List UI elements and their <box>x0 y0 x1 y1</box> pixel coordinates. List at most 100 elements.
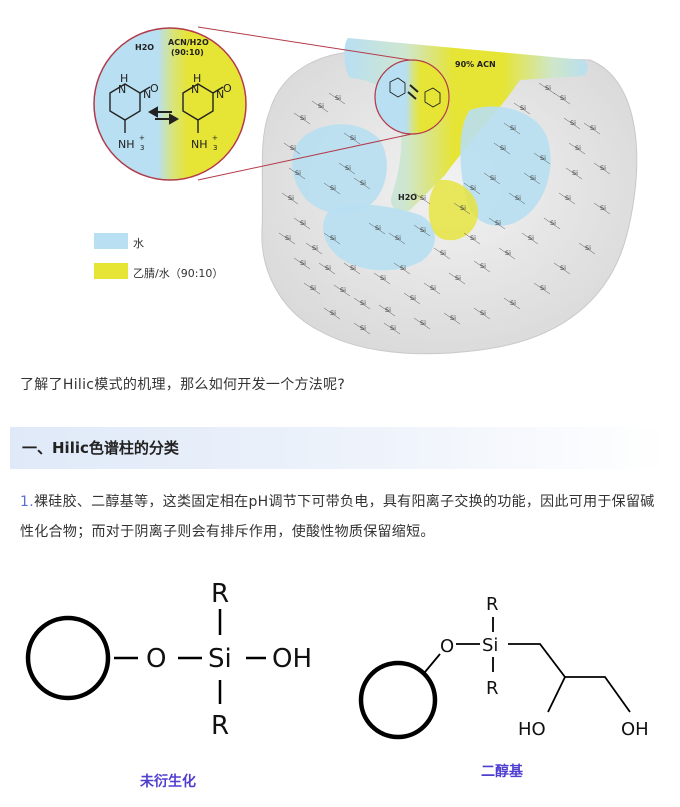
svg-text:O: O <box>150 82 159 95</box>
equilibrium-arrows <box>147 106 180 125</box>
silica-sphere-right <box>358 660 438 740</box>
right-oh: OH <box>621 719 649 740</box>
silanol-mark: Si <box>410 294 416 302</box>
zoom-acn-label: ACN/H2O <box>168 38 209 47</box>
silanol-bond <box>368 222 386 235</box>
silanol-mark: Si <box>575 144 581 152</box>
silanol-bond <box>323 182 341 195</box>
silanol-bond <box>558 192 576 205</box>
silanol-bond <box>288 167 306 180</box>
silanol-bond <box>353 322 371 335</box>
silanol-mark: Si <box>300 259 306 267</box>
structure-diagrams: O Si OH R R O Si R R HO OH <box>25 579 649 741</box>
silanol-mark: Si <box>340 286 346 294</box>
silanol-bond <box>343 262 361 275</box>
silanol-bond <box>333 284 351 297</box>
silanol-bond <box>423 282 441 295</box>
silanol-mark: Si <box>288 194 294 202</box>
silanol-mark: Si <box>550 219 556 227</box>
silanol-mark: Si <box>455 274 461 282</box>
silanol-bond <box>463 232 481 245</box>
silanol-bond <box>538 82 556 95</box>
silanol-bond <box>443 312 461 325</box>
silanol-mark: Si <box>545 84 551 92</box>
silanol-bond <box>483 172 501 185</box>
zoom-source-ring <box>374 59 450 135</box>
silanol-mark: Si <box>540 154 546 162</box>
svg-text:3: 3 <box>140 144 144 152</box>
silanol-bond <box>488 217 506 230</box>
silanol-mark: Si <box>390 324 396 332</box>
silanol-mark: Si <box>350 134 356 142</box>
silanol-bond <box>565 167 583 180</box>
silanol-bond <box>373 272 391 285</box>
silanol-bond <box>293 112 311 125</box>
silanol-bond <box>403 292 421 305</box>
silanol-bond <box>578 242 596 255</box>
silanol-mark: Si <box>560 94 566 102</box>
svg-text:+: + <box>139 134 145 142</box>
silanol-mark: Si <box>385 306 391 314</box>
silanol-mark: Si <box>345 164 351 172</box>
silanol-bond <box>593 162 611 175</box>
silanol-mark: Si <box>335 94 341 102</box>
silanol-mark: Si <box>325 264 331 272</box>
silanol-mark: Si <box>480 309 486 317</box>
svg-text:NH: NH <box>118 138 135 151</box>
silanol-bond <box>383 322 401 335</box>
silanol-bond <box>378 304 396 317</box>
silanol-bond <box>305 242 323 255</box>
silanol-mark: Si <box>470 234 476 242</box>
silanol-mark: Si <box>375 224 381 232</box>
silanol-mark: Si <box>528 234 534 242</box>
silanol-mark: Si <box>400 264 406 272</box>
silanol-mark: Si <box>318 102 324 110</box>
caption-diol: 二醇基 <box>481 764 523 780</box>
svg-text:H: H <box>193 72 201 85</box>
silanol-mark: Si <box>490 174 496 182</box>
silanol-bond <box>293 217 311 230</box>
zoom-h2o-label: H2O <box>135 43 154 52</box>
left-oh: OH <box>272 644 312 674</box>
water-pore <box>292 124 387 214</box>
svg-text:NH: NH <box>191 138 208 151</box>
silanol-bond <box>513 102 531 115</box>
silanol-bond <box>393 262 411 275</box>
svg-text:O: O <box>223 82 232 95</box>
silanol-bond <box>433 247 451 260</box>
silanol-mark: Si <box>290 144 296 152</box>
silanol-mark: Si <box>480 262 486 270</box>
small-molecules <box>389 77 441 108</box>
silanol-mark: Si <box>560 264 566 272</box>
silanol-mark: Si <box>495 219 501 227</box>
silanol-mark: Si <box>330 234 336 242</box>
silanol-mark: Si <box>510 124 516 132</box>
intro-paragraph: 了解了Hilic模式的机理，那么如何开发一个方法呢? <box>20 377 346 393</box>
svg-text:N: N <box>143 88 151 101</box>
silanol-mark: Si <box>360 324 366 332</box>
silanol-mark: Si <box>330 184 336 192</box>
section-title: 一、Hilic色谱柱的分类 <box>22 439 179 457</box>
silanol-mark: Si <box>540 284 546 292</box>
section-header: 一、Hilic色谱柱的分类 <box>10 427 670 469</box>
silanol-mark: Si <box>300 219 306 227</box>
silanol-bond <box>343 132 361 145</box>
silanol-bond <box>553 262 571 275</box>
silanol-bond <box>283 142 301 155</box>
silanol-mark: Si <box>520 104 526 112</box>
silica-sphere-left <box>25 615 111 701</box>
legend-acn-label: 乙腈/水（90:10） <box>133 267 224 280</box>
silanol-mark: Si <box>500 144 506 152</box>
zoom-ratio-label: (90:10) <box>171 48 204 57</box>
svg-text:3: 3 <box>213 144 217 152</box>
water-pore <box>323 204 435 271</box>
right-o: O <box>440 636 454 657</box>
silanol-mark: Si <box>300 114 306 122</box>
right-ho: HO <box>518 719 546 740</box>
silanol-mark: Si <box>360 299 366 307</box>
left-r-top: R <box>211 579 229 609</box>
zoom-circle <box>93 27 247 181</box>
silanol-mark: Si <box>572 169 578 177</box>
silanol-bond <box>353 297 371 310</box>
silanol-bond <box>413 317 431 330</box>
